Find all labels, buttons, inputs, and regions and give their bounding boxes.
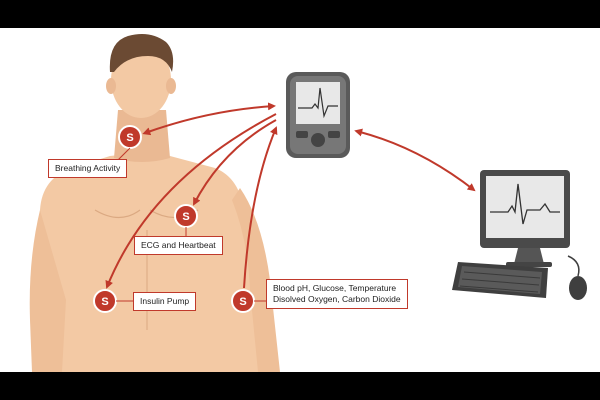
arrow-blood [243,126,278,289]
computer-monitor-icon [480,170,570,267]
svg-text:S: S [101,296,108,308]
ear-right [166,78,176,94]
sensor-icon: S [118,125,142,149]
chest-line-left [94,209,141,219]
ecg-heartbeat-label: ECG and Heartbeat [134,236,223,255]
arrow-pda-computer [354,128,476,192]
blood-measurements-label: Blood pH, Glucose, Temperature Disolved … [266,279,408,309]
ear-left [106,78,116,94]
sensor-icon: S [231,289,255,313]
left-arm [29,210,66,372]
breathing-activity-label: Breathing Activity [48,159,128,178]
human-figure [29,34,280,372]
blood-label-line1: Blood pH, Glucose, Temperature [273,283,397,293]
mouse-icon [567,255,587,300]
svg-text:S: S [182,211,189,223]
arrow-insulin [105,113,277,289]
arrow-ecg [193,119,277,206]
keyboard-icon [452,262,548,298]
svg-text:S: S [126,132,133,144]
data-link-arrows [105,102,476,289]
torso [40,154,262,372]
insulin-pump-label: Insulin Pump [133,292,197,311]
right-arm [232,188,280,372]
sensor-icon: S [93,289,117,313]
sensor-icon: S [174,204,198,228]
arrow-breathing [142,102,276,136]
breathing-connector [117,147,131,161]
hair [109,34,174,72]
blood-label-line2: Disolved Oxygen, Carbon Dioxide [273,294,401,304]
svg-text:S: S [239,296,246,308]
pda-icon [286,72,350,158]
